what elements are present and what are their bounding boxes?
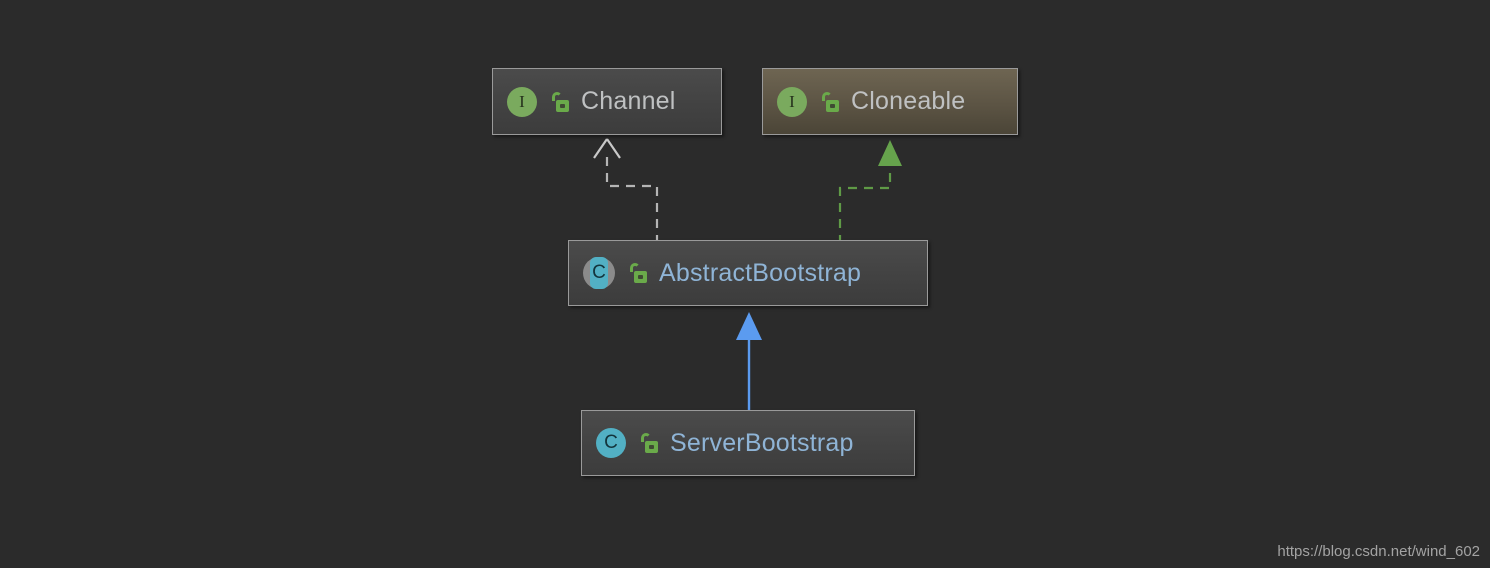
edge-abstractbootstrap-implements-channel[interactable] <box>580 136 680 244</box>
watermark: https://blog.csdn.net/wind_602 <box>1277 543 1480 560</box>
interface-icon: I <box>507 86 537 117</box>
node-label-serverbootstrap: ServerBootstrap <box>670 428 854 457</box>
node-label-abstractbootstrap: AbstractBootstrap <box>659 258 862 287</box>
class-icon-glyph: C <box>596 428 626 458</box>
node-abstractbootstrap[interactable]: C AbstractBootstrap <box>568 240 928 306</box>
node-label-cloneable: Cloneable <box>851 87 966 115</box>
edge-abstractbootstrap-implements-cloneable[interactable] <box>820 136 920 244</box>
node-channel[interactable]: I Channel <box>492 68 722 135</box>
open-padlock-icon <box>821 91 839 112</box>
open-padlock-icon <box>640 433 658 453</box>
node-cloneable[interactable]: I Cloneable <box>762 68 1018 135</box>
interface-icon-glyph: I <box>507 86 537 117</box>
abstract-class-icon: C <box>583 257 615 289</box>
edge-serverbootstrap-extends-abstractbootstrap[interactable] <box>724 306 774 416</box>
node-label-channel: Channel <box>581 87 676 115</box>
abstract-class-icon-glyph: C <box>583 257 615 289</box>
class-icon: C <box>596 428 626 458</box>
node-serverbootstrap[interactable]: C ServerBootstrap <box>581 410 915 476</box>
interface-icon-glyph: I <box>777 86 807 117</box>
interface-icon: I <box>777 86 807 117</box>
open-padlock-icon <box>629 263 647 283</box>
open-padlock-icon <box>551 91 569 112</box>
